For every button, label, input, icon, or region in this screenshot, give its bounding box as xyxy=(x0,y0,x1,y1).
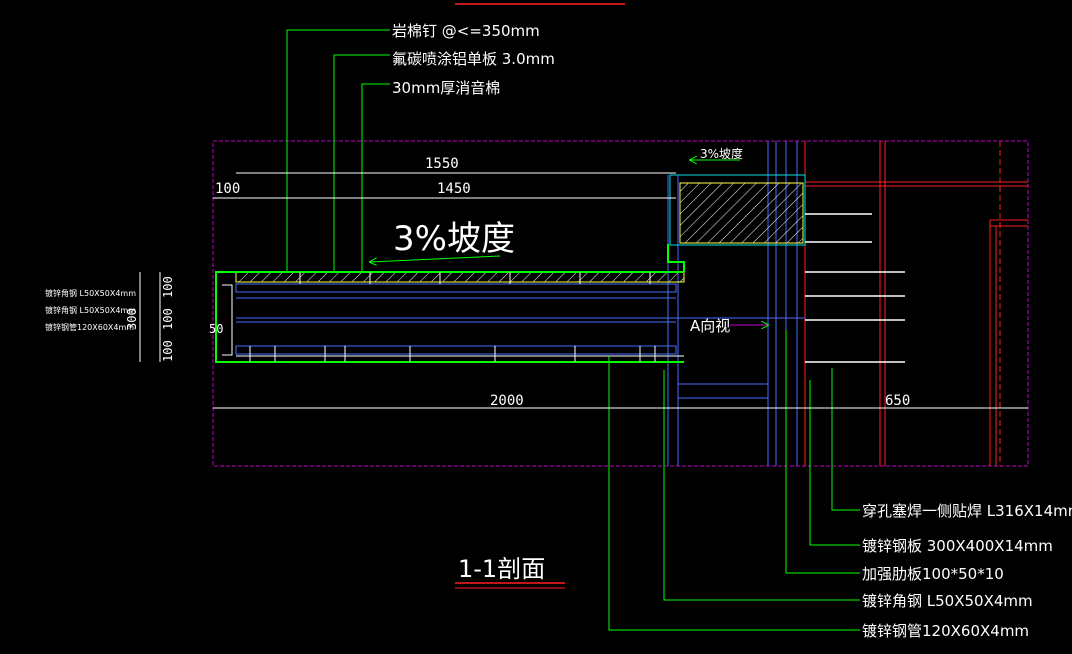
wall-brackets xyxy=(805,213,905,363)
label-sound-cotton: 30mm厚消音棉 xyxy=(392,79,500,97)
section-title: 1-1剖面 xyxy=(458,555,545,583)
bottom-label-plate: 镀锌钢板 300X400X14mm xyxy=(862,537,1053,555)
view-label: A向视 xyxy=(690,317,730,335)
bottom-label-tube: 镀锌钢管120X60X4mm xyxy=(862,622,1029,640)
dim-1450: 1450 xyxy=(437,181,471,197)
label-aluminum-panel: 氟碳喷涂铝单板 3.0mm xyxy=(392,50,555,68)
slope-arrow xyxy=(370,255,501,262)
dim-left-100c: 100 xyxy=(161,340,175,362)
slope-label-small: 3%坡度 xyxy=(700,146,743,161)
dim-650: 650 xyxy=(885,393,910,409)
left-label-angle-1: 镀锌角钢 L50X50X4mm xyxy=(45,288,136,298)
dim-left-50: 50 xyxy=(209,322,223,336)
left-label-angle-2: 镀锌角钢 L50X50X4mm xyxy=(45,305,136,315)
detail-frame xyxy=(212,140,1029,467)
dim-left-100b: 100 xyxy=(161,308,175,330)
upper-insulation xyxy=(679,182,804,244)
dimension-lines xyxy=(139,172,1028,409)
building-structure xyxy=(804,141,1028,466)
bottom-label-weld: 穿孔塞焊一侧贴焊 L316X14mm xyxy=(862,502,1072,520)
canopy-fixings xyxy=(249,272,656,362)
leader-lines xyxy=(286,29,860,631)
dim-1550: 1550 xyxy=(425,156,459,172)
bottom-label-angle: 镀锌角钢 L50X50X4mm xyxy=(862,592,1033,610)
canopy-body xyxy=(215,244,685,363)
left-label-tube: 镀锌钢管120X60X4mm xyxy=(45,322,134,332)
dim-2000: 2000 xyxy=(490,393,524,409)
label-rock-wool-nail: 岩棉钉 @<=350mm xyxy=(392,22,540,40)
upper-panel-frame xyxy=(669,174,806,246)
dim-left-300: 300 xyxy=(125,308,139,330)
dim-left-100a: 100 xyxy=(161,276,175,298)
bottom-label-rib: 加强肋板100*50*10 xyxy=(862,565,1004,583)
dim-100-top: 100 xyxy=(215,181,240,197)
slope-label-main: 3%坡度 xyxy=(393,219,515,259)
